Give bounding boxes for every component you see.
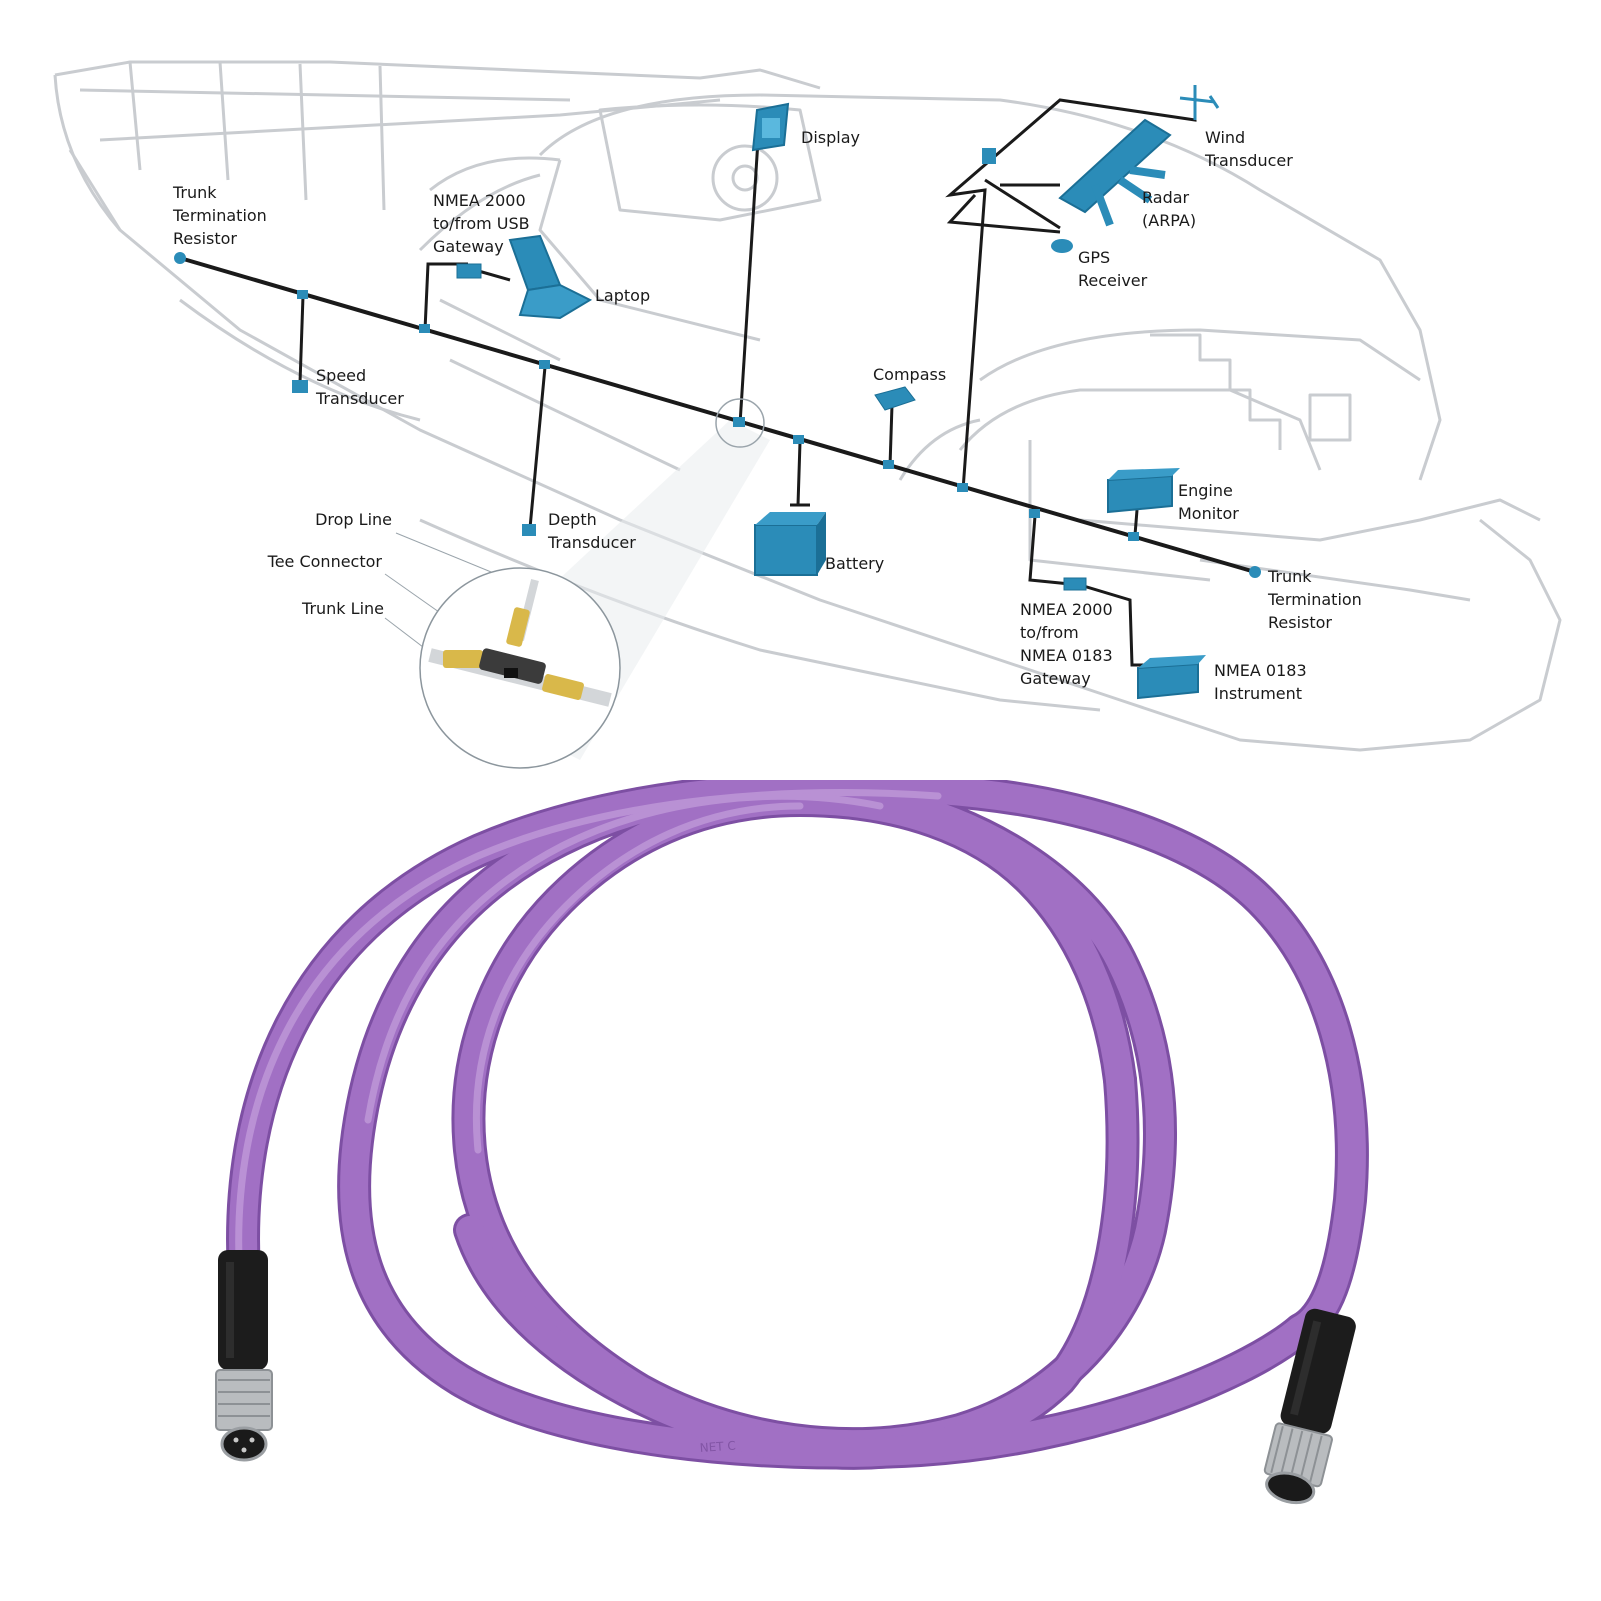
- nmea0183-instrument-icon: [1137, 655, 1206, 700]
- boat-outline: [53, 60, 1562, 752]
- label-wind-transducer: Wind Transducer: [1205, 128, 1293, 170]
- tee-markers: [297, 290, 1139, 541]
- label-gps-receiver: GPS Receiver: [1078, 248, 1148, 290]
- label-depth-transducer: Depth Transducer: [548, 510, 636, 552]
- drop-lines: [298, 98, 1197, 667]
- cable-print-text: NET C: [699, 1439, 736, 1455]
- gps-receiver-icon: [1051, 239, 1073, 253]
- display-icon: [751, 102, 790, 152]
- depth-transducer-icon: [522, 524, 536, 536]
- tee-connector-detail: [419, 567, 621, 769]
- compass-icon: [874, 386, 916, 411]
- label-trunk-line: Trunk Line: [302, 599, 384, 618]
- engine-monitor-icon: [1107, 468, 1180, 514]
- termination-resistor-right: [1249, 566, 1261, 578]
- label-usb-gateway: NMEA 2000 to/from USB Gateway: [433, 191, 530, 256]
- purple-cable-photo: NET C: [215, 780, 1369, 1505]
- label-display: Display: [801, 128, 860, 147]
- termination-resistor-left: [174, 252, 186, 264]
- label-engine-monitor: Engine Monitor: [1178, 481, 1239, 523]
- label-laptop: Laptop: [595, 286, 651, 305]
- female-connector: [1263, 1308, 1356, 1505]
- usb-gateway-icon: [456, 263, 482, 279]
- laptop-icon: [508, 234, 593, 320]
- label-speed-transducer: Speed Transducer: [316, 366, 404, 408]
- boat-network-diagram: [53, 60, 1562, 769]
- label-trunk-termination-left: Trunk Termination Resistor: [173, 183, 267, 248]
- label-battery: Battery: [825, 554, 885, 573]
- label-compass: Compass: [873, 365, 947, 384]
- label-nmea0183-gateway: NMEA 2000 to/from NMEA 0183 Gateway: [1020, 600, 1113, 688]
- label-tee-connector: Tee Connector: [267, 552, 382, 571]
- label-radar: Radar (ARPA): [1142, 188, 1197, 230]
- mast-junction-icon: [982, 148, 996, 164]
- nmea0183-gateway-icon: [1063, 577, 1087, 591]
- radar-icon: [1058, 118, 1172, 227]
- magnifier-ring-small: [715, 398, 765, 448]
- speed-transducer-icon: [292, 380, 308, 393]
- label-nmea0183-instrument: NMEA 0183 Instrument: [1214, 661, 1307, 703]
- cable-coils: [226, 780, 1369, 1470]
- label-drop-line: Drop Line: [315, 510, 392, 529]
- wind-transducer-icon: [1179, 85, 1220, 120]
- label-trunk-termination-right: Trunk Termination Resistor: [1268, 567, 1362, 632]
- male-connector: [215, 1250, 273, 1462]
- battery-icon: [754, 512, 826, 576]
